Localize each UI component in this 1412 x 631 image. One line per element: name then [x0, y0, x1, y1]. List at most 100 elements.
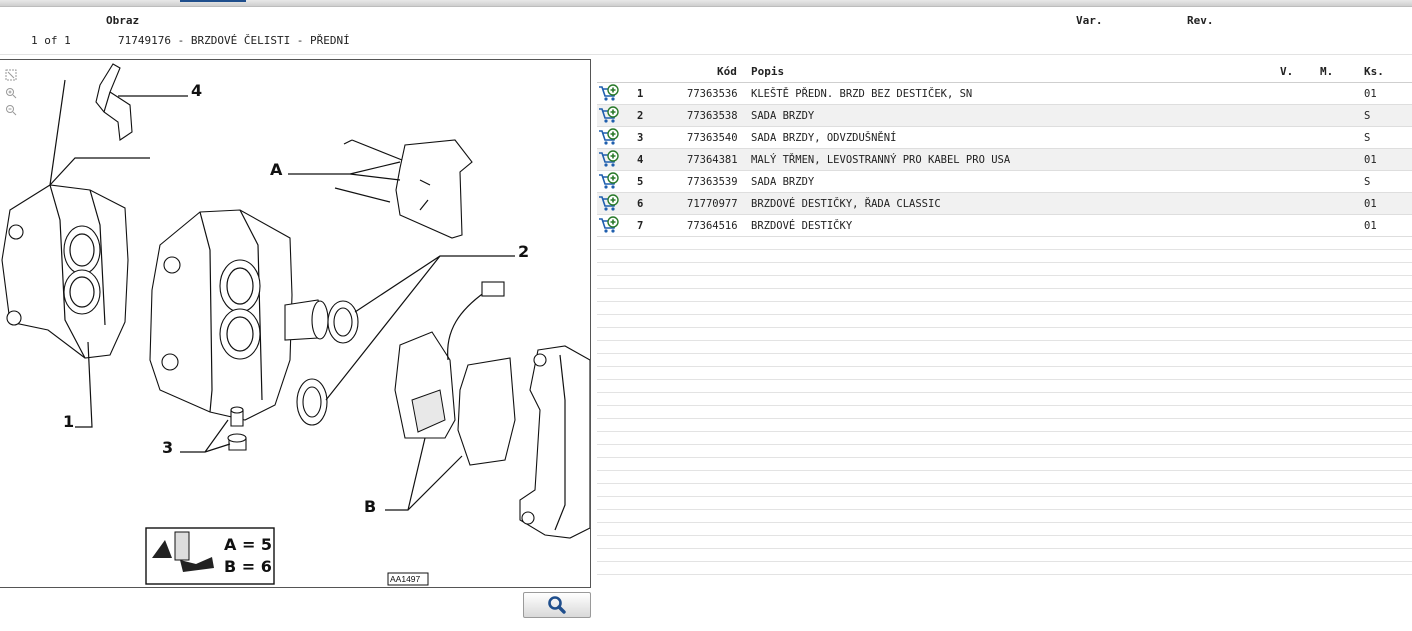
left-caliper-part: [1, 79, 150, 428]
empty-table-row: [597, 406, 1412, 419]
add-to-cart-icon[interactable]: [598, 128, 620, 146]
add-to-cart-icon[interactable]: [598, 84, 620, 102]
header-divider: [0, 54, 1412, 55]
row-position: 3: [637, 132, 644, 144]
header-qty: Ks.: [1364, 65, 1384, 78]
active-tab-indicator: [180, 0, 246, 2]
add-to-cart-icon[interactable]: [598, 172, 620, 190]
brake-pads-part: [385, 281, 516, 511]
row-description: MALÝ TŘMEN, LEVOSTRANNÝ PRO KABEL PRO US…: [751, 154, 1011, 166]
legend-a: A = 5: [224, 535, 272, 554]
row-part-code: 77363536: [687, 88, 738, 100]
empty-table-row: [597, 263, 1412, 276]
row-part-code: 77363539: [687, 176, 738, 188]
empty-table-row: [597, 315, 1412, 328]
table-header: Kód Popis V. M. Ks.: [597, 60, 1412, 83]
empty-table-row: [597, 354, 1412, 367]
table-row[interactable]: 2 77363538 SADA BRZDY S: [597, 105, 1412, 127]
row-qty: S: [1364, 176, 1371, 188]
add-to-cart-icon[interactable]: [598, 194, 620, 212]
empty-table-row: [597, 523, 1412, 536]
row-description: KLEŠTĚ PŘEDN. BRZD BEZ DESTIČEK, SN: [751, 88, 973, 100]
add-to-cart-icon[interactable]: [598, 106, 620, 124]
zoom-in-icon[interactable]: [5, 87, 17, 99]
zoom-button[interactable]: [523, 592, 591, 618]
row-description: BRZDOVÉ DESTIČKY, ŘADA CLASSIC: [751, 198, 941, 210]
empty-table-row: [597, 471, 1412, 484]
empty-table-row: [597, 367, 1412, 380]
right-caliper-part: [519, 345, 590, 539]
table-row[interactable]: 5 77363539 SADA BRZDY S: [597, 171, 1412, 193]
row-position: 7: [637, 220, 644, 232]
empty-table-row: [597, 562, 1412, 575]
empty-table-row: [597, 302, 1412, 315]
column-header-image: Obraz: [106, 14, 140, 27]
header-code: Kód: [717, 65, 737, 78]
empty-table-row: [597, 445, 1412, 458]
magnifier-icon: [548, 596, 566, 614]
page-count: 1 of 1: [31, 34, 71, 47]
empty-table-row: [597, 341, 1412, 354]
column-header-var: Var.: [1076, 14, 1103, 27]
empty-table-row: [597, 484, 1412, 497]
middle-caliper-part: [149, 209, 293, 421]
brake-caliper-diagram: 4 A 2 1 3 B A = 5 B = 6 AA1497: [1, 63, 590, 586]
column-header-rev: Rev.: [1187, 14, 1214, 27]
empty-table-row: [597, 497, 1412, 510]
callout-2: 2: [518, 242, 529, 261]
callout-1: 1: [63, 412, 74, 431]
add-to-cart-icon[interactable]: [598, 150, 620, 168]
header-m: M.: [1320, 65, 1334, 78]
row-part-code: 71770977: [687, 198, 738, 210]
table-row[interactable]: 7 77364516 BRZDOVÉ DESTIČKY 01: [597, 215, 1412, 237]
empty-table-row: [597, 276, 1412, 289]
empty-table-row: [597, 510, 1412, 523]
row-position: 6: [637, 198, 644, 210]
row-part-code: 77364381: [687, 154, 738, 166]
top-bar: [0, 0, 1412, 7]
bracket-part: [95, 63, 188, 141]
empty-table-row: [597, 432, 1412, 445]
row-qty: S: [1364, 110, 1371, 122]
row-qty: S: [1364, 132, 1371, 144]
empty-table-row: [597, 419, 1412, 432]
row-part-code: 77363538: [687, 110, 738, 122]
table-row[interactable]: 3 77363540 SADA BRZDY, ODVZDUŠNĚNÍ S: [597, 127, 1412, 149]
row-part-code: 77364516: [687, 220, 738, 232]
empty-table-row: [597, 393, 1412, 406]
legend-box: A = 5 B = 6: [145, 527, 275, 585]
exploded-drawing-viewer[interactable]: 4 A 2 1 3 B A = 5 B = 6 AA1497: [0, 59, 591, 588]
row-part-code: 77363540: [687, 132, 738, 144]
empty-table-row: [597, 328, 1412, 341]
piston-seal-part: [284, 255, 515, 426]
row-description: BRZDOVÉ DESTIČKY: [751, 220, 853, 232]
callout-3: 3: [162, 438, 173, 457]
empty-table-row: [597, 536, 1412, 549]
fit-icon[interactable]: [5, 69, 17, 81]
empty-table-row: [597, 237, 1412, 250]
row-qty: 01: [1364, 88, 1377, 100]
empty-table-row: [597, 289, 1412, 302]
header-description: Popis: [751, 65, 785, 78]
legend-b: B = 6: [224, 557, 272, 576]
row-description: SADA BRZDY: [751, 110, 815, 122]
row-qty: 01: [1364, 220, 1377, 232]
zoom-out-icon[interactable]: [5, 104, 17, 116]
pad-spring-kit-part: [288, 139, 473, 239]
empty-table-row: [597, 380, 1412, 393]
callout-4: 4: [191, 81, 202, 100]
row-description: SADA BRZDY, ODVZDUŠNĚNÍ: [751, 132, 897, 144]
header-v: V.: [1280, 65, 1294, 78]
drawing-ref-code: AA1497: [390, 574, 421, 584]
row-description: SADA BRZDY: [751, 176, 815, 188]
empty-table-row: [597, 458, 1412, 471]
empty-table-row: [597, 549, 1412, 562]
row-position: 5: [637, 176, 644, 188]
add-to-cart-icon[interactable]: [598, 216, 620, 234]
callout-A: A: [270, 160, 283, 179]
row-position: 2: [637, 110, 644, 122]
